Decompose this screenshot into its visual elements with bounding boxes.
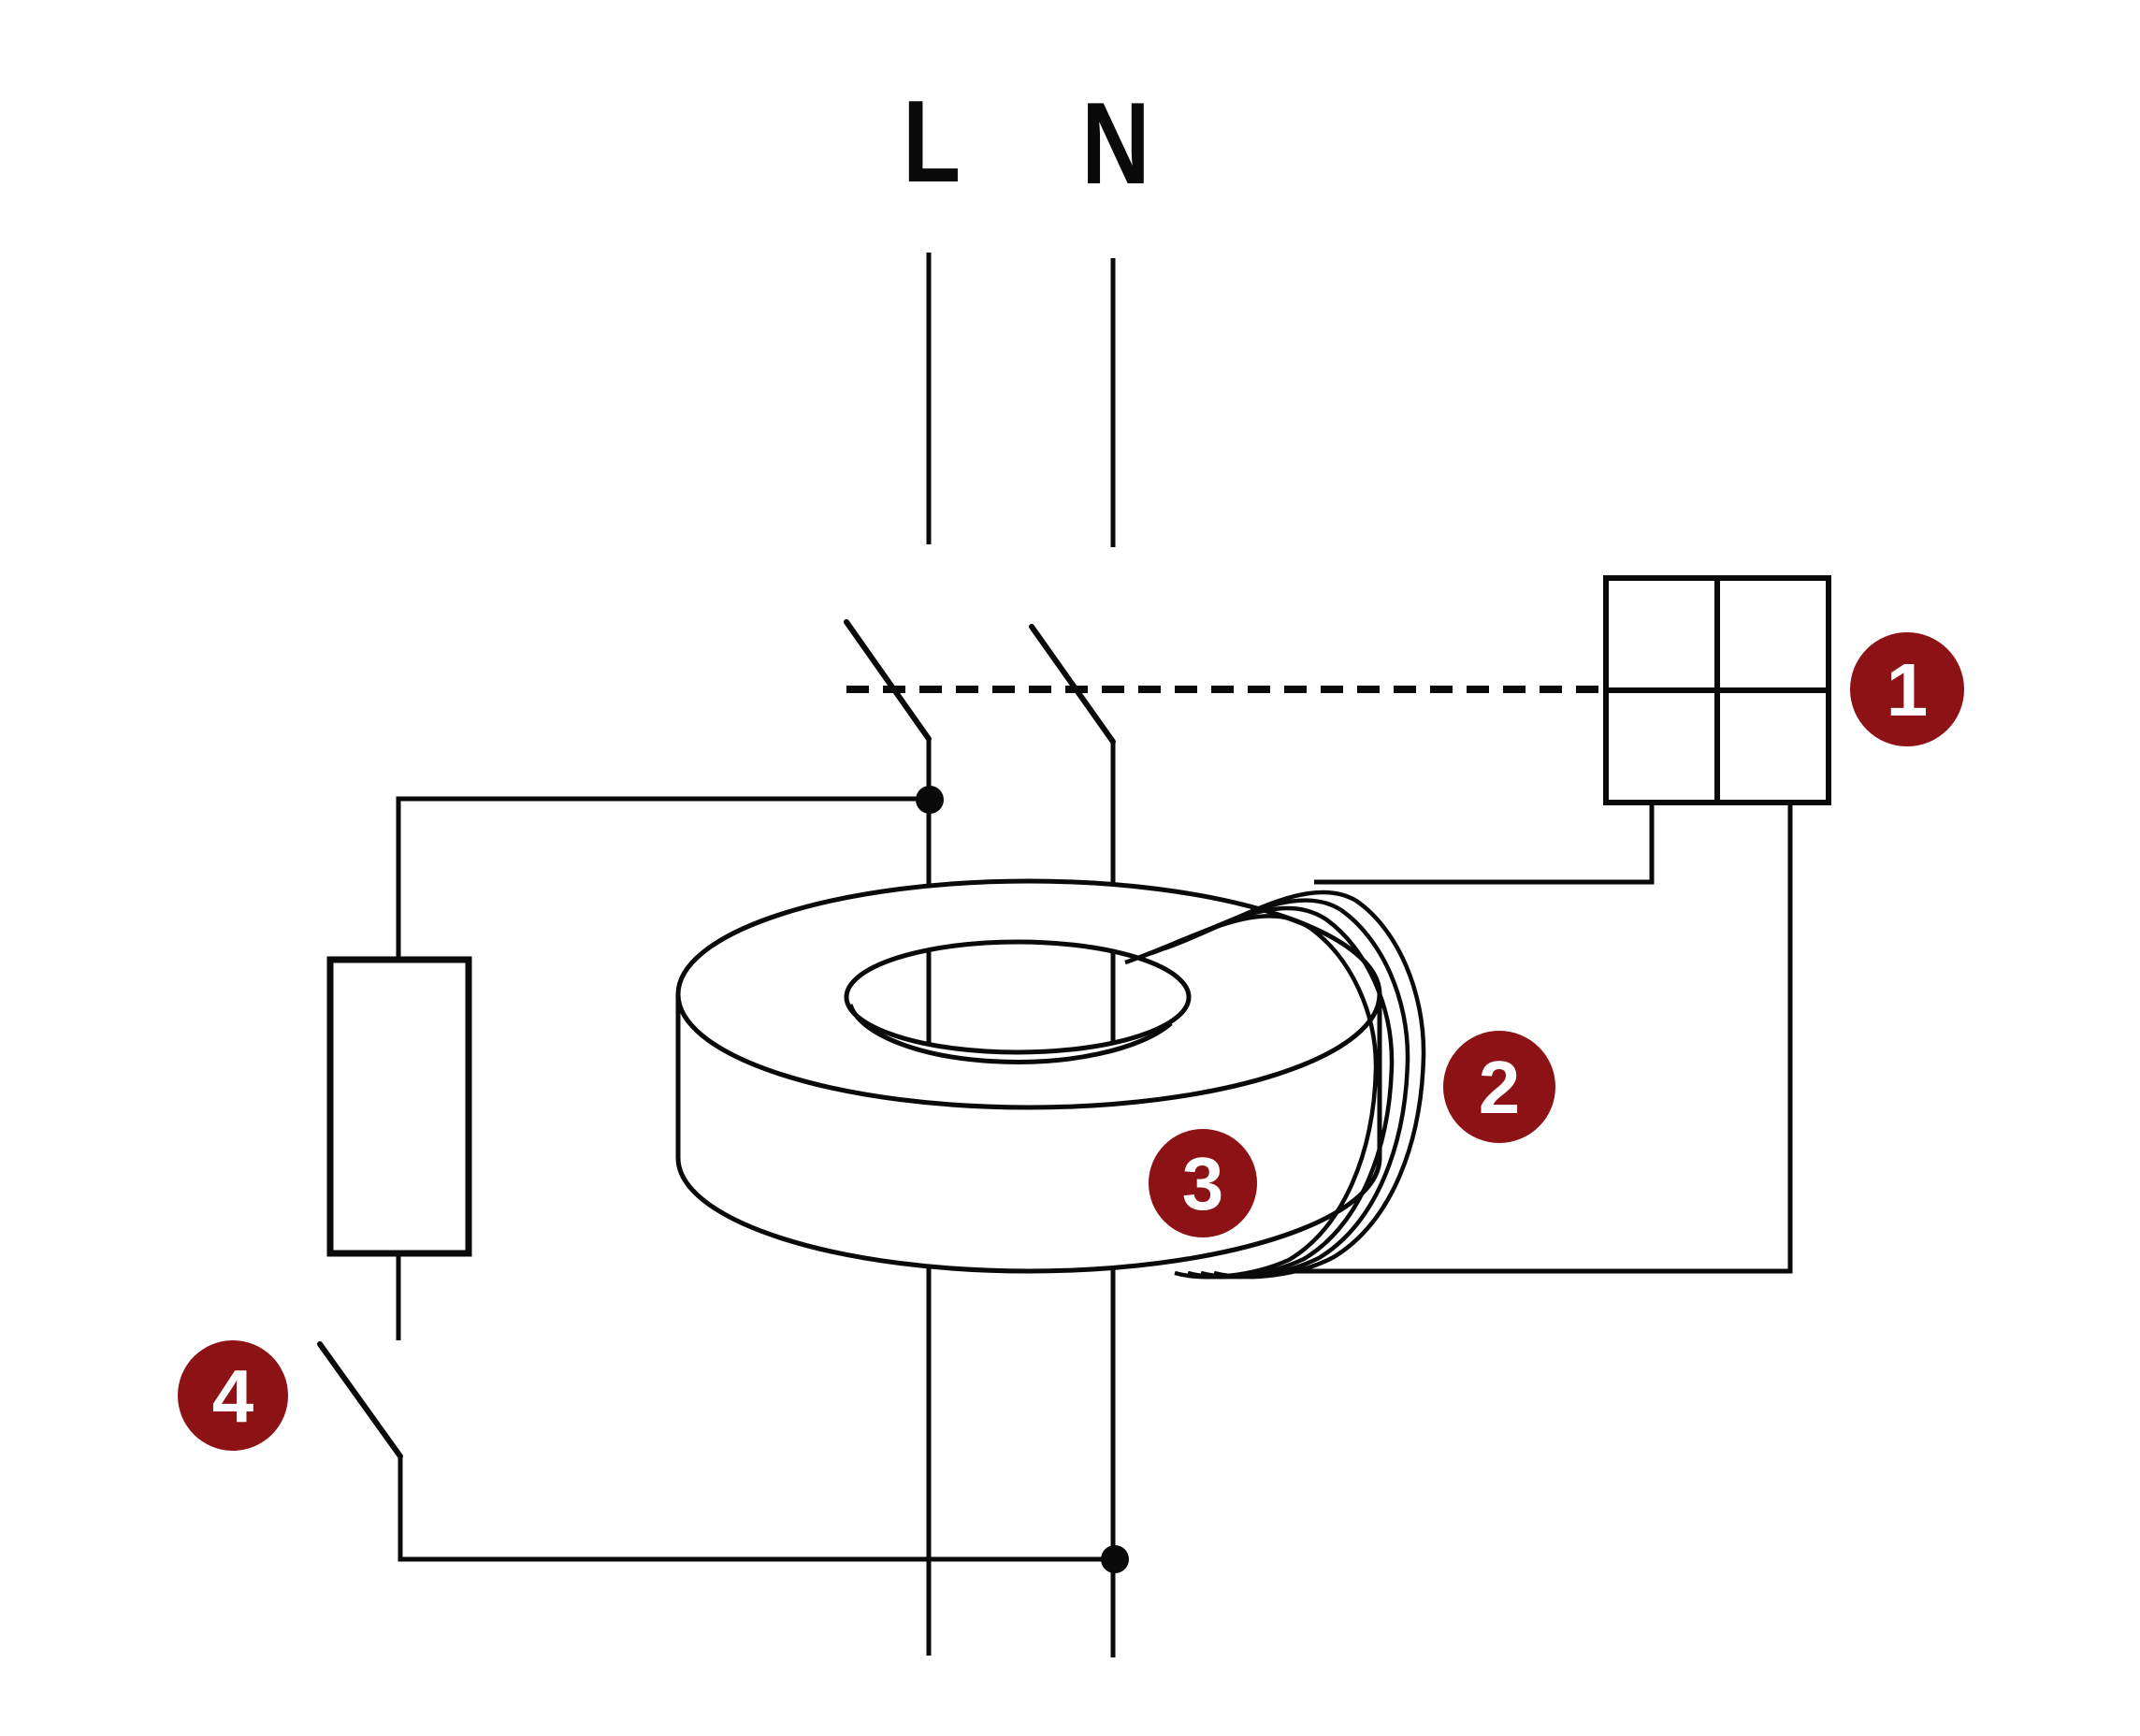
callout-1-number: 1 bbox=[1887, 648, 1929, 731]
secondary-winding bbox=[1124, 890, 1426, 1280]
core-inner-wall-edge bbox=[847, 1004, 1173, 1064]
breaker-contact-line-blade bbox=[844, 619, 932, 742]
relay-to-winding-upper-lead bbox=[1314, 803, 1655, 885]
winding-turn bbox=[1150, 898, 1410, 1280]
callout-2-number: 2 bbox=[1479, 1046, 1521, 1129]
breaker-contact-neutral-blade bbox=[1029, 624, 1116, 745]
current-transformer-core bbox=[675, 878, 1382, 1274]
callout-2-badge bbox=[1443, 1031, 1555, 1143]
line-terminal-label: L bbox=[903, 77, 961, 207]
callout-3: 3 bbox=[1149, 1129, 1257, 1237]
winding-turn bbox=[1164, 890, 1426, 1280]
test-branch-return-wire bbox=[398, 1456, 1115, 1562]
neutral-terminal-label: N bbox=[1081, 79, 1150, 209]
relay-to-winding-lower-lead bbox=[1289, 803, 1793, 1274]
callout-1-badge bbox=[1850, 632, 1964, 746]
junction-dot-line-tap bbox=[916, 786, 944, 814]
callout-3-number: 3 bbox=[1182, 1142, 1224, 1225]
callout-4-number: 4 bbox=[212, 1354, 254, 1438]
callout-3-badge bbox=[1149, 1129, 1257, 1237]
junction-dot-neutral-tap bbox=[1101, 1545, 1129, 1573]
winding-turn bbox=[1137, 905, 1395, 1280]
callout-1: 1 bbox=[1850, 632, 1964, 746]
test-resistor bbox=[326, 956, 472, 1257]
test-button-switch-blade bbox=[317, 1341, 403, 1459]
callout-2: 2 bbox=[1443, 1031, 1555, 1143]
callout-4-badge bbox=[178, 1340, 288, 1451]
callout-4: 4 bbox=[178, 1340, 288, 1451]
core-top-front-rim bbox=[675, 993, 1382, 1110]
test-branch-tap-wire bbox=[396, 796, 930, 960]
winding-turn bbox=[1124, 914, 1379, 1280]
